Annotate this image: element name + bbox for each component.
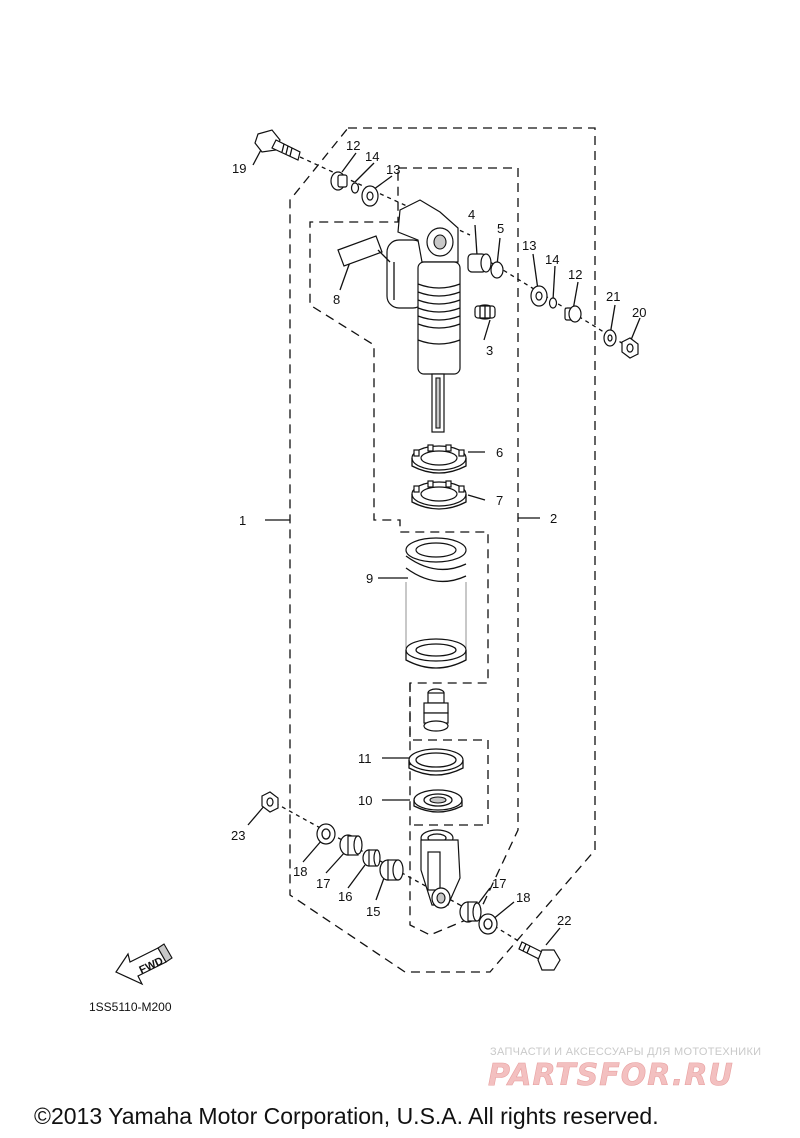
- callout-2: 2: [550, 511, 557, 526]
- shock-absorber-body: [386, 199, 461, 433]
- callout-13-upper-left: 13: [386, 162, 400, 177]
- part-14-oring-upper-right: [548, 297, 558, 309]
- callout-16: 16: [338, 889, 352, 904]
- part-18-oil-seal-left: [316, 823, 336, 845]
- callout-9: 9: [366, 571, 373, 586]
- part-12-collar-upper-right: [564, 305, 582, 323]
- callout-4: 4: [468, 207, 475, 222]
- callout-6: 6: [496, 445, 503, 460]
- callout-11: 11: [358, 751, 372, 766]
- callout-10: 10: [358, 793, 372, 808]
- watermark-tagline: ЗАПЧАСТИ И АКСЕССУАРЫ ДЛЯ МОТОТЕХНИКИ: [490, 1046, 761, 1058]
- callout-17-left: 17: [316, 876, 330, 891]
- callout-14-upper-right: 14: [545, 252, 559, 267]
- callout-3: 3: [486, 343, 493, 358]
- callout-21: 21: [606, 289, 620, 304]
- callout-19: 19: [232, 161, 246, 176]
- callout-12-upper-right: 12: [568, 267, 582, 282]
- lower-clevis: [420, 829, 461, 909]
- callout-1: 1: [239, 513, 246, 528]
- callout-18-left: 18: [293, 864, 307, 879]
- part-16-bearing-collar: [362, 849, 381, 867]
- callout-22: 22: [557, 913, 571, 928]
- part-19-upper-bolt: [254, 129, 301, 161]
- drawing-code: 1SS5110-M200: [89, 1000, 172, 1014]
- callout-20: 20: [632, 305, 646, 320]
- callout-18-right: 18: [516, 890, 530, 905]
- part-18-oil-seal-right: [478, 913, 498, 935]
- part-8-label: [337, 235, 391, 267]
- cushion-group-boundary: [409, 683, 489, 826]
- callout-numbers: 1 2 3 4 5 6 7 8 9 10 11 12 14 13 13 14 1…: [231, 138, 646, 928]
- callout-5: 5: [497, 221, 504, 236]
- part-10-spring-guide: [413, 789, 463, 813]
- bump-stop-rubber: [423, 688, 449, 732]
- part-17-collar-right: [459, 901, 482, 923]
- callout-12-upper-left: 12: [346, 138, 360, 153]
- assembly-2-boundary: [309, 167, 519, 936]
- watermark: ЗАПЧАСТИ И АКСЕССУАРЫ ДЛЯ МОТОТЕХНИКИ PA…: [488, 1046, 761, 1093]
- part-12-collar-upper-left: [330, 171, 348, 191]
- callout-14-upper-left: 14: [365, 149, 379, 164]
- watermark-logo: PARTSFOR.RU: [488, 1058, 734, 1093]
- callout-7: 7: [496, 493, 503, 508]
- part-14-oring-upper-left: [350, 182, 360, 194]
- part-7-lock-nut: [411, 480, 467, 510]
- part-13-seal-upper-right: [530, 285, 548, 307]
- callout-23: 23: [231, 828, 245, 843]
- part-23-nut-lower: [261, 791, 279, 813]
- callout-17-right: 17: [492, 876, 506, 891]
- part-17-collar-left: [339, 834, 363, 856]
- forward-direction-arrow-icon: FWD: [115, 943, 173, 986]
- part-6-ring-nut: [411, 444, 467, 474]
- callout-8: 8: [333, 292, 340, 307]
- part-20-nut-upper: [621, 337, 639, 359]
- part-11-collar: [408, 748, 464, 776]
- part-3-adjuster: [474, 304, 496, 320]
- part-15-bearing: [379, 859, 404, 881]
- assembly-1-boundary: [289, 127, 596, 973]
- part-5-circlip: [490, 261, 504, 279]
- part-13-seal-upper-left: [361, 185, 379, 207]
- part-4-bushing: [467, 253, 492, 273]
- part-22-lower-bolt: [518, 941, 561, 971]
- callout-13-upper-right: 13: [522, 238, 536, 253]
- callout-15: 15: [366, 904, 380, 919]
- part-21-washer: [603, 329, 617, 347]
- part-9-spring: [405, 537, 467, 669]
- copyright-notice: ©2013 Yamaha Motor Corporation, U.S.A. A…: [34, 1103, 659, 1129]
- threaded-body: [417, 283, 461, 329]
